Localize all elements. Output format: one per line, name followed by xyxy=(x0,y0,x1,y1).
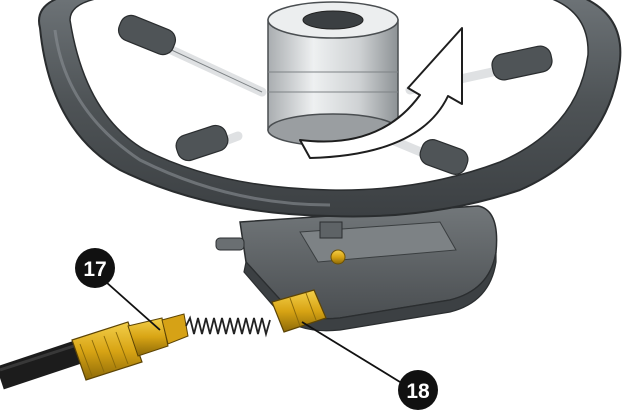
helm-housing xyxy=(215,205,498,332)
rotation-arrow-icon xyxy=(299,27,463,159)
callout-18-label: 18 xyxy=(406,380,430,403)
steering-hub xyxy=(267,1,399,147)
leader-lines xyxy=(105,281,401,383)
callout-17-marker: 17 xyxy=(75,248,115,288)
cable-fitting-18 xyxy=(271,289,327,333)
cable-end-nut-17 xyxy=(71,313,189,381)
wheel-spokes xyxy=(117,14,553,175)
callout-18-marker: 18 xyxy=(398,370,438,410)
cable-spring xyxy=(185,315,271,338)
steering-cable xyxy=(0,338,88,390)
callout-17-label: 17 xyxy=(83,258,106,281)
